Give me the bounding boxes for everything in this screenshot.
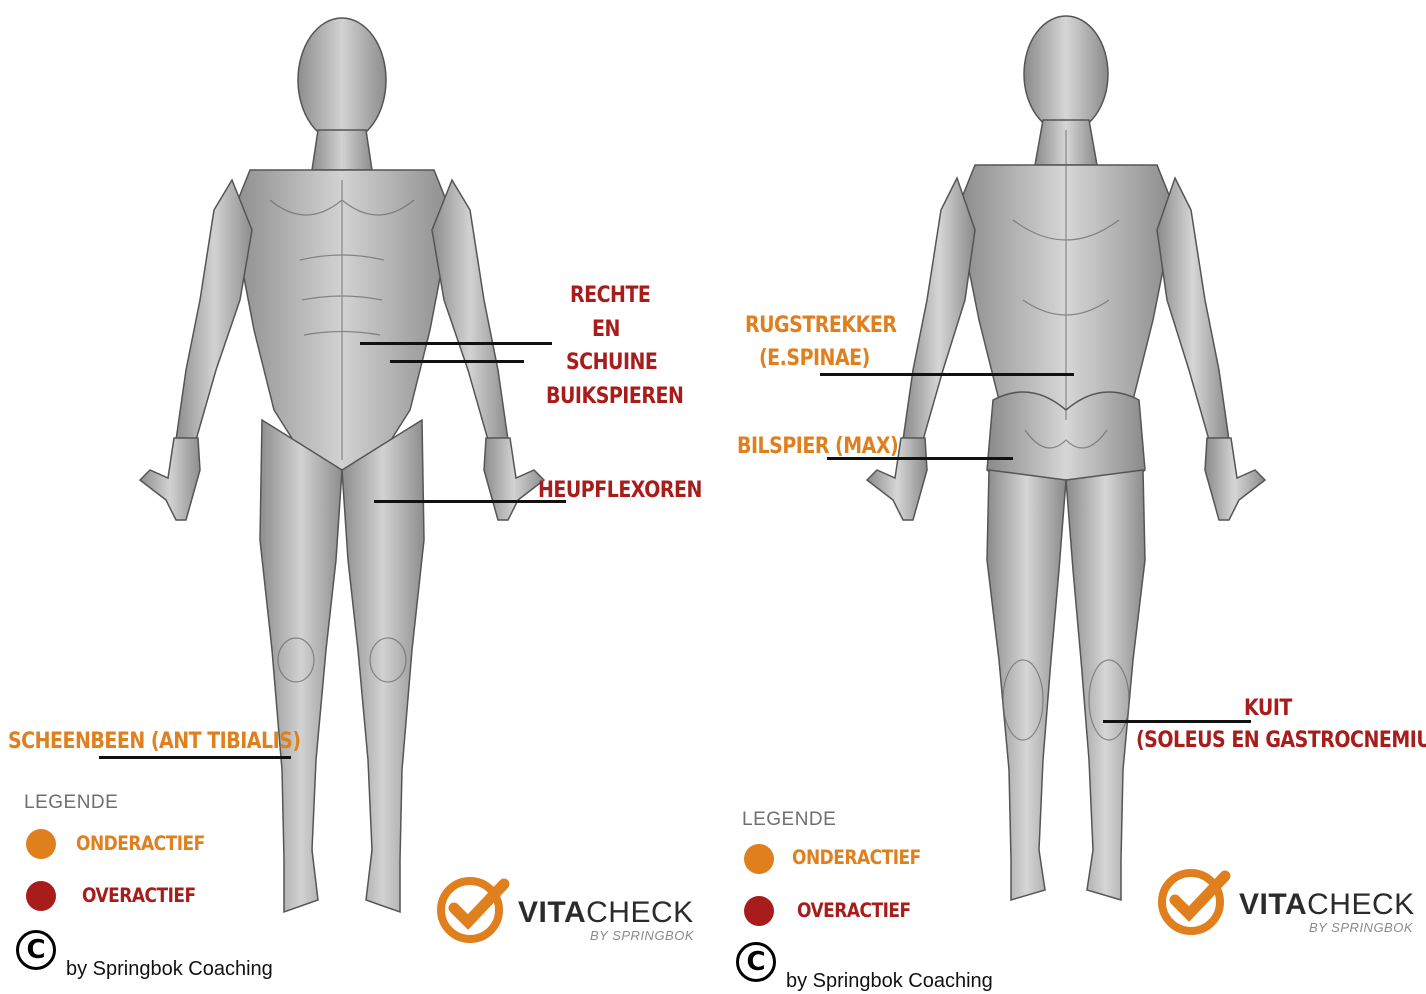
front-view-panel: RECHTE EN SCHUINE BUIKSPIEREN HEUPFLEXOR…	[0, 0, 713, 994]
label-abs-line3: SCHUINE	[566, 352, 657, 374]
label-calf-line1: KUIT	[1244, 698, 1292, 720]
back-body-illustration	[713, 0, 1426, 994]
logo-brand: VITACHECK	[1239, 888, 1415, 922]
leader-line-hip	[374, 500, 566, 503]
check-circle-icon	[1155, 864, 1235, 936]
label-erector-line2: (E.SPINAE)	[759, 348, 870, 370]
legend-overactive-label: OVERACTIEF	[797, 900, 911, 923]
label-glute: BILSPIER (MAX)	[737, 436, 898, 458]
copyright-text: by Springbok Coaching	[66, 958, 273, 981]
legend-overactive-dot	[744, 896, 774, 926]
copyright-icon: C	[736, 942, 776, 982]
logo-subtitle: BY SPRINGBOK	[590, 928, 694, 943]
leader-line-abs-lower	[390, 360, 524, 363]
logo-subtitle: BY SPRINGBOK	[1309, 920, 1413, 935]
label-abs-line1: RECHTE	[570, 285, 650, 307]
copyright-icon: C	[16, 930, 56, 970]
legend-underactive-dot	[744, 844, 774, 874]
logo-brand-bold: VITA	[1239, 888, 1307, 921]
legend-overactive-dot	[26, 881, 56, 911]
leader-line-shin	[99, 756, 291, 759]
leader-line-abs-upper	[360, 342, 552, 345]
back-view-panel: RUGSTREKKER (E.SPINAE) BILSPIER (MAX) KU…	[713, 0, 1426, 994]
legend-overactive-label: OVERACTIEF	[82, 885, 196, 908]
check-circle-icon	[434, 872, 514, 944]
leader-line-erector	[820, 373, 1074, 376]
logo-brand-light: CHECK	[1307, 888, 1415, 921]
legend-underactive-label: ONDERACTIEF	[76, 833, 205, 856]
label-abs-line2: EN	[592, 319, 620, 341]
logo-brand: VITACHECK	[518, 896, 694, 930]
label-calf-line2: (SOLEUS EN GASTROCNEMIUS)	[1136, 730, 1426, 752]
label-erector-line1: RUGSTREKKER	[745, 315, 896, 337]
logo-brand-light: CHECK	[586, 896, 694, 929]
label-abs-line4: BUIKSPIEREN	[546, 386, 683, 408]
legend-underactive-label: ONDERACTIEF	[792, 847, 921, 870]
leader-line-glute	[827, 457, 1013, 460]
legend-underactive-dot	[26, 829, 56, 859]
leader-line-calf	[1103, 720, 1251, 723]
label-shin: SCHEENBEEN (ANT TIBIALIS)	[8, 731, 301, 753]
legend-title: LEGENDE	[24, 792, 118, 814]
copyright-text: by Springbok Coaching	[786, 970, 993, 993]
label-hip-flexors: HEUPFLEXOREN	[538, 480, 702, 502]
logo-brand-bold: VITA	[518, 896, 586, 929]
legend-title: LEGENDE	[742, 809, 836, 831]
